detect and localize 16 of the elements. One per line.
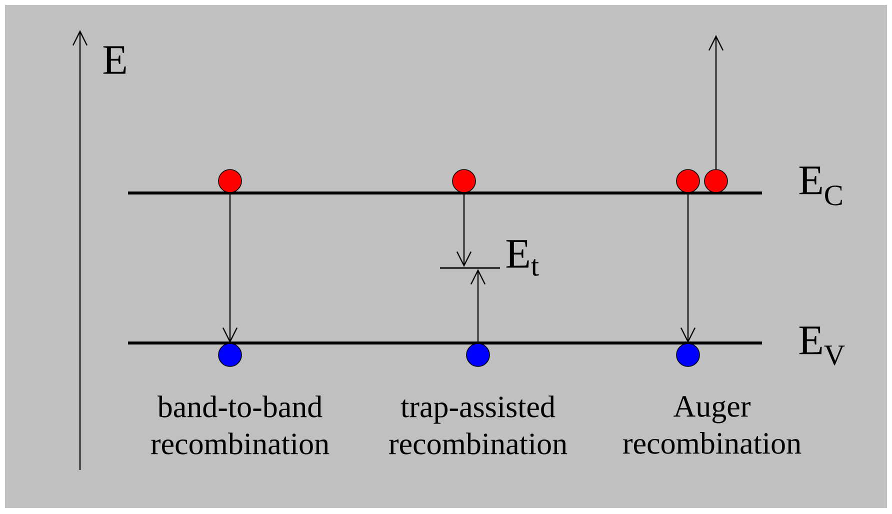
arrow <box>708 35 724 170</box>
dot <box>452 169 476 193</box>
dot <box>218 343 242 367</box>
dot <box>466 343 490 367</box>
energy-label: E <box>103 46 126 74</box>
arrow <box>456 192 472 268</box>
energy-label: E$_{C}$ <box>799 166 842 206</box>
arrow <box>680 192 696 344</box>
energy-label: E$_{V}$ <box>799 326 845 366</box>
dot <box>704 169 728 193</box>
arrow <box>222 192 238 344</box>
dot <box>218 169 242 193</box>
arrow <box>470 268 486 344</box>
trap-level-line <box>440 267 500 269</box>
dot <box>676 169 700 193</box>
dot <box>676 343 700 367</box>
